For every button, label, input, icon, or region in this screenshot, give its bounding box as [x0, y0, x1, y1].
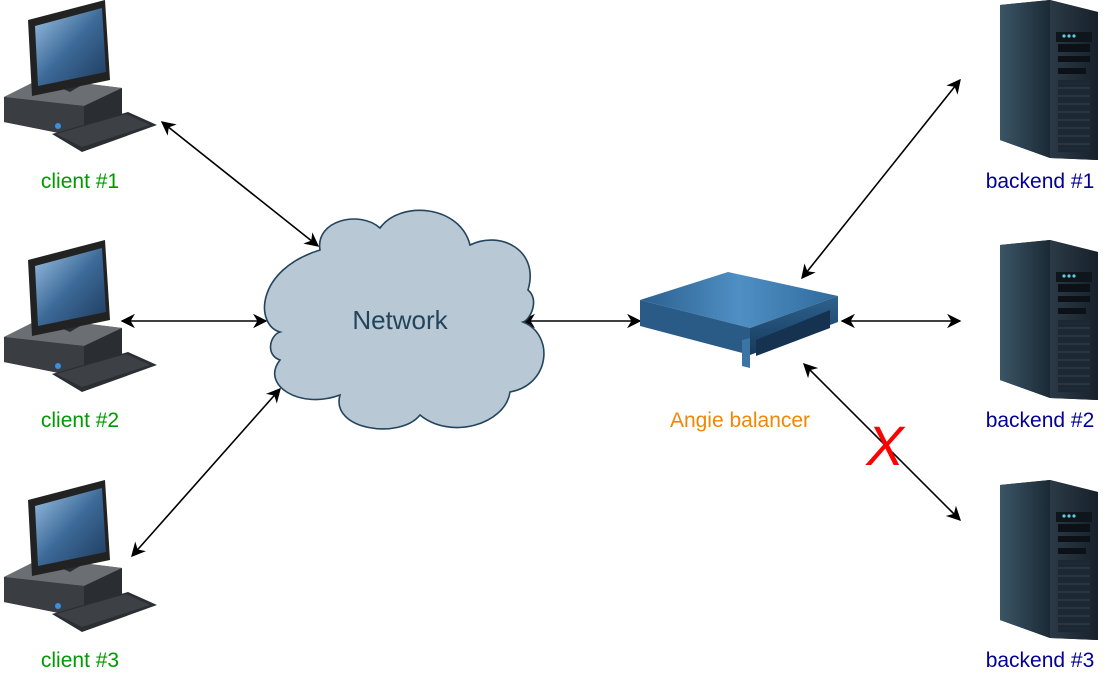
backend-2-label: backend #2: [985, 409, 1095, 432]
link-balancer-backend1: [801, 78, 961, 280]
client-1-label: client #1: [40, 170, 120, 193]
backend-3-server-icon: [999, 479, 1099, 641]
network-label: Network: [352, 305, 448, 335]
backend-3-label: backend #3: [985, 649, 1095, 672]
balancer-appliance-icon: [640, 272, 838, 368]
backend-1-label: backend #1: [985, 170, 1095, 193]
client-3-computer-icon: [4, 480, 157, 632]
network-cloud: [263, 209, 545, 430]
failure-x-icon: X: [866, 414, 904, 477]
link-client1-network: [160, 121, 320, 247]
link-client3-network: [131, 387, 281, 558]
client-2-label: client #2: [40, 409, 120, 432]
link-balancer-backend3: [802, 362, 962, 522]
client-2-computer-icon: [4, 240, 157, 392]
backend-1-server-icon: [999, 0, 1099, 161]
client-1-computer-icon: [4, 0, 157, 152]
balancer-label: Angie balancer: [669, 409, 811, 432]
backend-2-server-icon: [999, 239, 1099, 401]
client-3-label: client #3: [40, 649, 120, 672]
